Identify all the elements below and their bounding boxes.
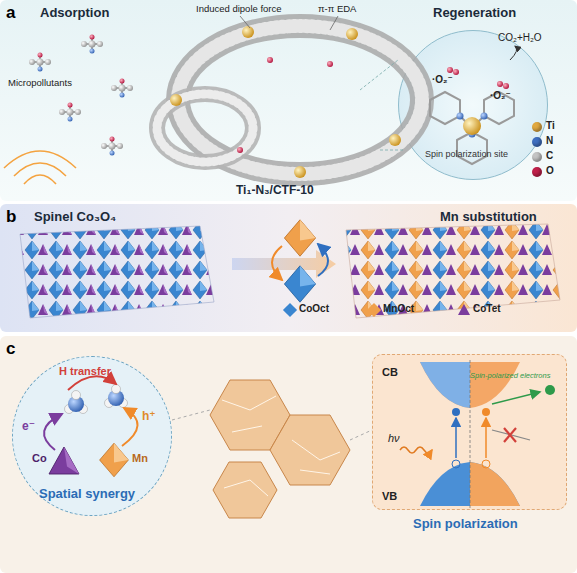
annotation: Spin-polarized electrons (470, 372, 550, 381)
annotation: Induced dipole force (196, 4, 282, 15)
atom-swatch (532, 137, 542, 147)
product-label: CO₂+H₂O (498, 32, 542, 44)
band-label: CB (382, 366, 398, 379)
synergy-circle: H transferSpatial synergy (12, 356, 172, 516)
process-label: H transfer (59, 365, 111, 378)
atom-swatch (532, 122, 542, 132)
zoom-circle: RegenerationSpin polarization site (398, 30, 548, 180)
panel-letter: a (6, 3, 15, 23)
atom-swatch (532, 152, 542, 162)
photon-label: hν (388, 432, 400, 445)
legend-text: CoOct (299, 303, 329, 315)
charge-label: e⁻ (22, 420, 35, 434)
site-label: Spin polarization site (425, 149, 508, 159)
legend-text: CoTet (473, 303, 501, 315)
legend-text: N (546, 135, 553, 147)
panel-heading: Mn substitution (440, 210, 537, 225)
panel-heading: Regeneration (433, 6, 516, 21)
panel-letter: b (6, 207, 16, 227)
radical-label: ·O₂⁻ (490, 90, 511, 102)
panel-heading: Adsorption (40, 6, 109, 21)
legend-text: C (546, 150, 553, 162)
panel-heading: Spinel Co₃O₄ (34, 210, 116, 225)
tetrahedron-swatch (458, 304, 470, 315)
element-label: Mn (132, 452, 148, 465)
panel-letter: c (6, 339, 15, 359)
element-label: Co (32, 452, 47, 465)
charge-label: h⁺ (142, 410, 156, 424)
band-label: VB (382, 490, 397, 503)
legend-text: Ti (546, 120, 555, 132)
radical-label: ·O₂⁻ (432, 74, 453, 86)
annotation: Micropollutants (8, 78, 72, 89)
material-name: Ti₁-N₃/CTF-10 (236, 184, 314, 198)
atom-swatch (532, 167, 542, 177)
legend-text: MnOct (383, 303, 414, 315)
section-title: Spin polarization (413, 517, 518, 532)
annotation: π-π EDA (318, 4, 356, 15)
legend-text: O (546, 165, 554, 177)
section-title: Spatial synergy (39, 487, 135, 502)
